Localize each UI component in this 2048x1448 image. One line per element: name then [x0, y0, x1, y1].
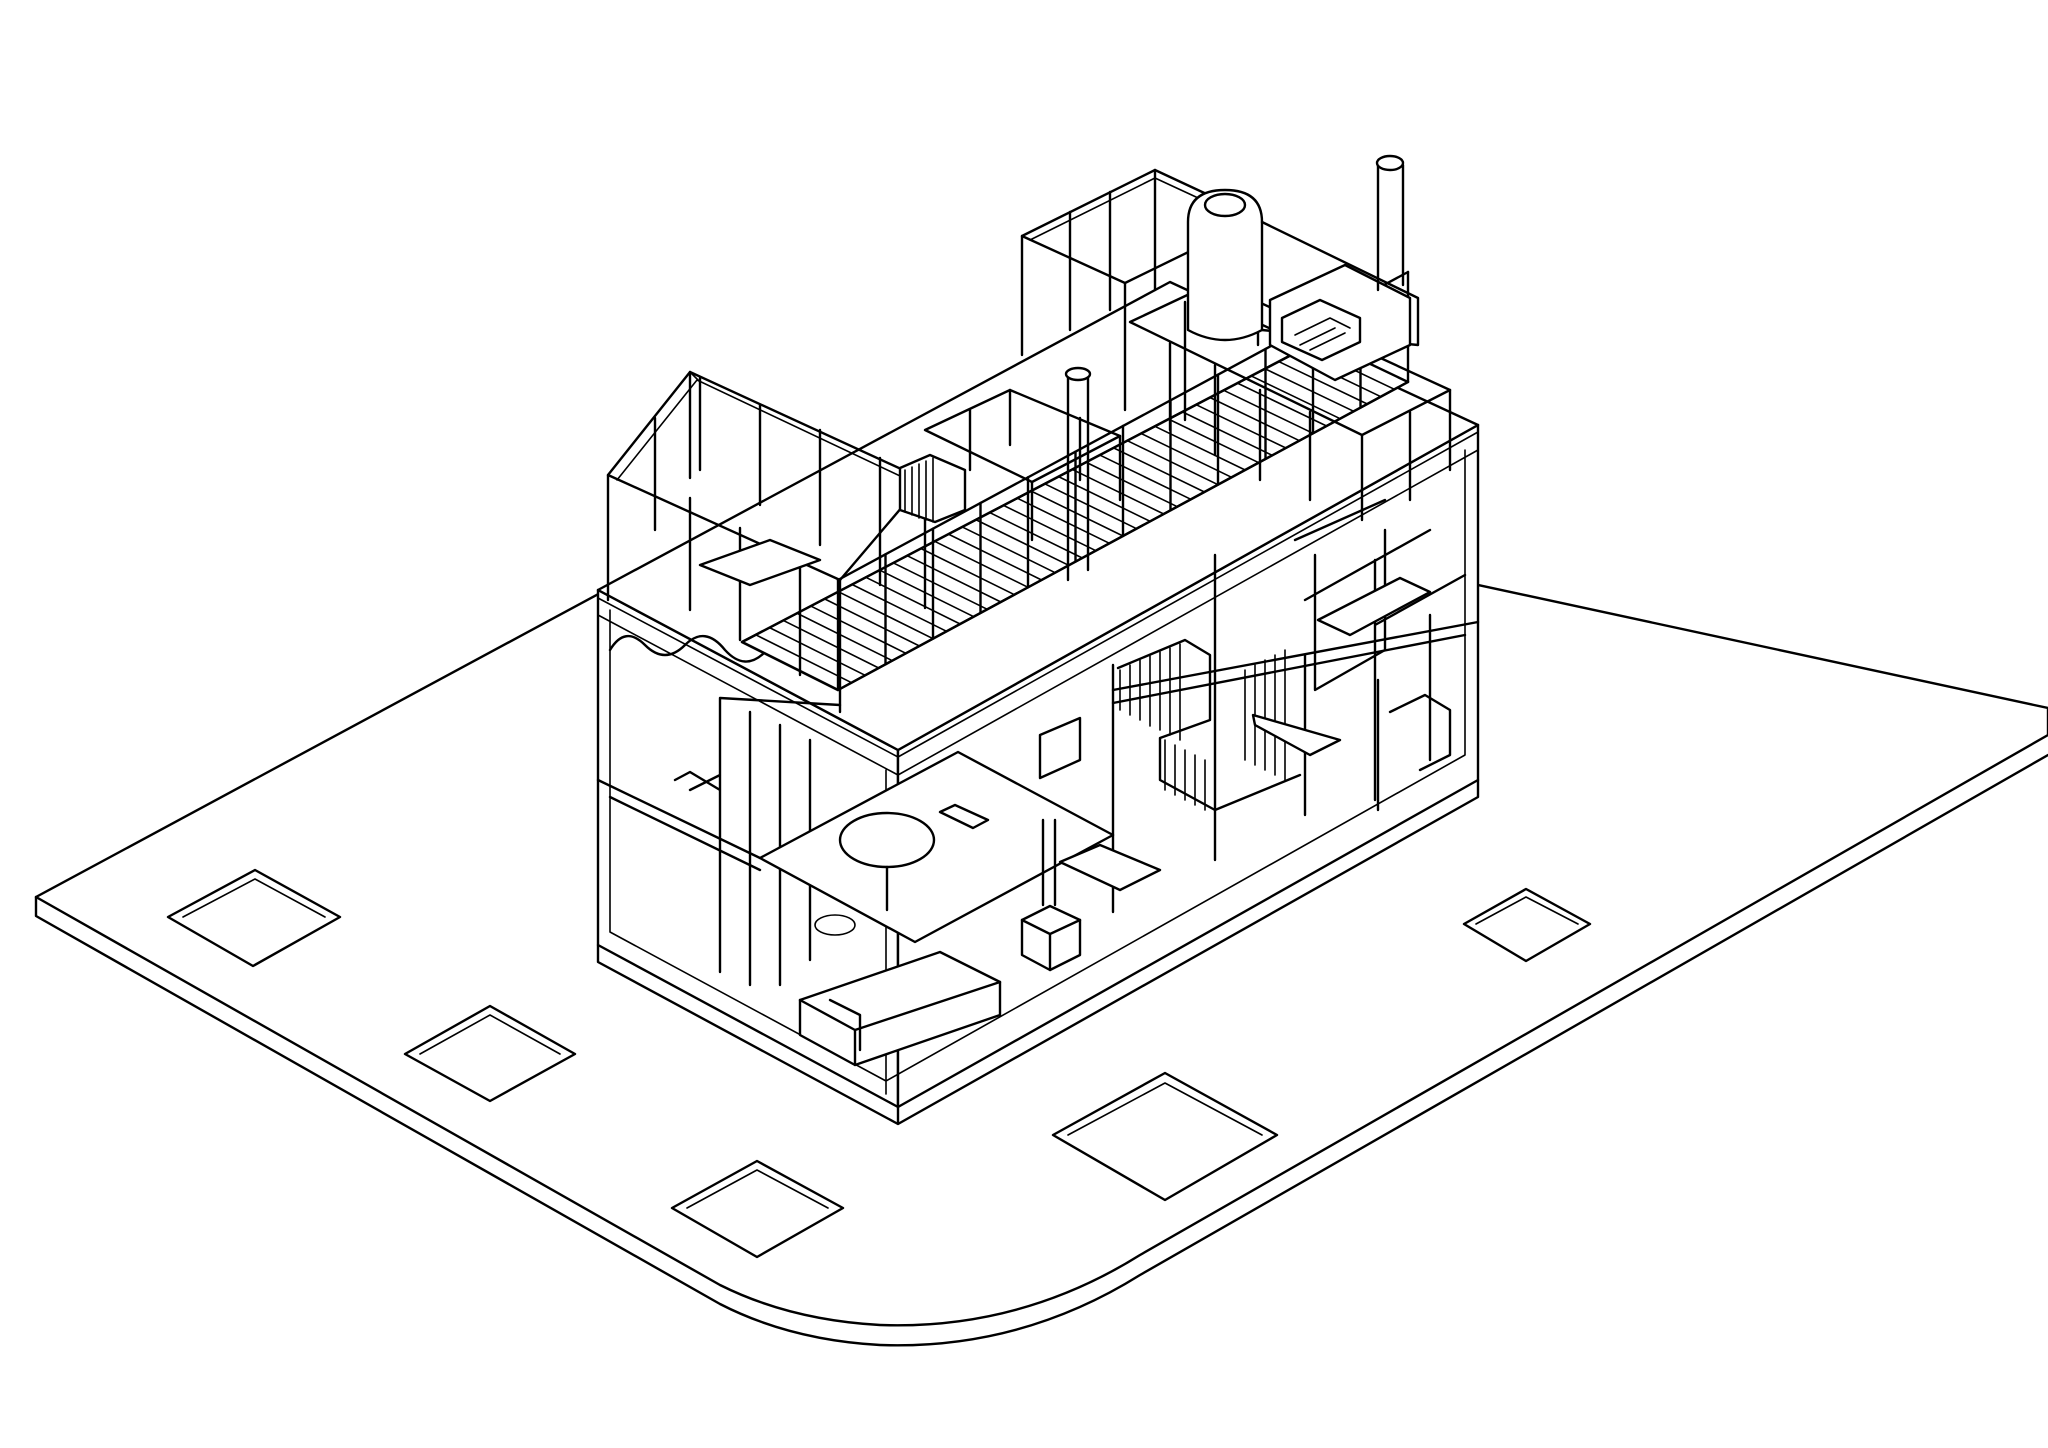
deck-slat: [1112, 447, 1206, 493]
staircase: [1116, 638, 1342, 812]
pavilion-right: [1128, 280, 1452, 522]
deck-slat: [768, 626, 866, 677]
deck-slat: [754, 634, 853, 684]
deck-slat: [906, 554, 1002, 603]
deck-slat: [1277, 360, 1369, 405]
second-floor-edge: [597, 431, 1479, 758]
deck-slat: [1126, 439, 1219, 486]
deck-slat: [878, 569, 975, 618]
dining-platform: [758, 750, 1115, 944]
base-edges: [596, 778, 1480, 1126]
first-floor-slab: [596, 620, 1480, 872]
platform-edge: [34, 753, 2048, 1347]
stool-base: [814, 914, 856, 936]
deck-slat: [1181, 411, 1274, 457]
water-tank: [1186, 188, 1420, 347]
dining-table: [838, 811, 936, 869]
deck-slat: [975, 518, 1070, 567]
bench: [698, 538, 822, 587]
tree-pit: [403, 1004, 577, 1103]
deck-slat: [1264, 367, 1355, 413]
dining-area: [758, 750, 1115, 944]
deck-slat: [865, 576, 961, 625]
deck-slat: [796, 612, 894, 662]
deck-slat: [1057, 475, 1151, 523]
deck-slat: [1236, 382, 1328, 427]
interior-window: [1038, 716, 1082, 780]
bath-fixture: [1388, 693, 1452, 772]
tree-pit: [166, 868, 342, 968]
deck-slat: [1209, 396, 1301, 442]
deck-slat: [1099, 454, 1192, 501]
front-wall-inner: [597, 449, 1479, 1095]
tree-pit: [1462, 887, 1592, 963]
sofa: [798, 950, 1002, 1067]
coffee-table: [1058, 843, 1162, 892]
roof-frames: [606, 154, 1452, 714]
service-box: [1268, 263, 1412, 382]
chimney-tall: [1375, 154, 1405, 292]
sofa-back: [798, 950, 1002, 1067]
tray: [938, 803, 990, 830]
deck-slat: [1002, 504, 1097, 552]
fireplace-box: [1020, 818, 1082, 972]
deck-slat: [1167, 418, 1260, 464]
deck-slat: [892, 562, 989, 611]
pavilion-left: [606, 370, 927, 714]
deck-slat: [920, 547, 1016, 596]
deck-slat: [1140, 432, 1233, 479]
tree-pit: [670, 1159, 845, 1259]
pavilion-center: [898, 366, 1122, 582]
stair-landing: [1251, 713, 1342, 757]
deck-slat: [947, 533, 1043, 581]
chimney-center: [1066, 374, 1090, 582]
upper-bed: [1316, 576, 1432, 637]
sofa-arm: [798, 980, 1002, 1067]
deck-slat: [961, 526, 1056, 574]
deck-slat: [1195, 403, 1287, 449]
deck-slat: [851, 583, 948, 633]
stair-stringer: [1116, 638, 1302, 812]
deck-slat: [1222, 389, 1314, 435]
deck-slat: [810, 605, 907, 655]
deck-slat: [1085, 461, 1179, 508]
tree-pits: [166, 868, 1592, 1259]
deck-slat: [1043, 483, 1138, 530]
tree-pit: [1051, 1071, 1279, 1202]
deck-slat: [1030, 490, 1124, 537]
